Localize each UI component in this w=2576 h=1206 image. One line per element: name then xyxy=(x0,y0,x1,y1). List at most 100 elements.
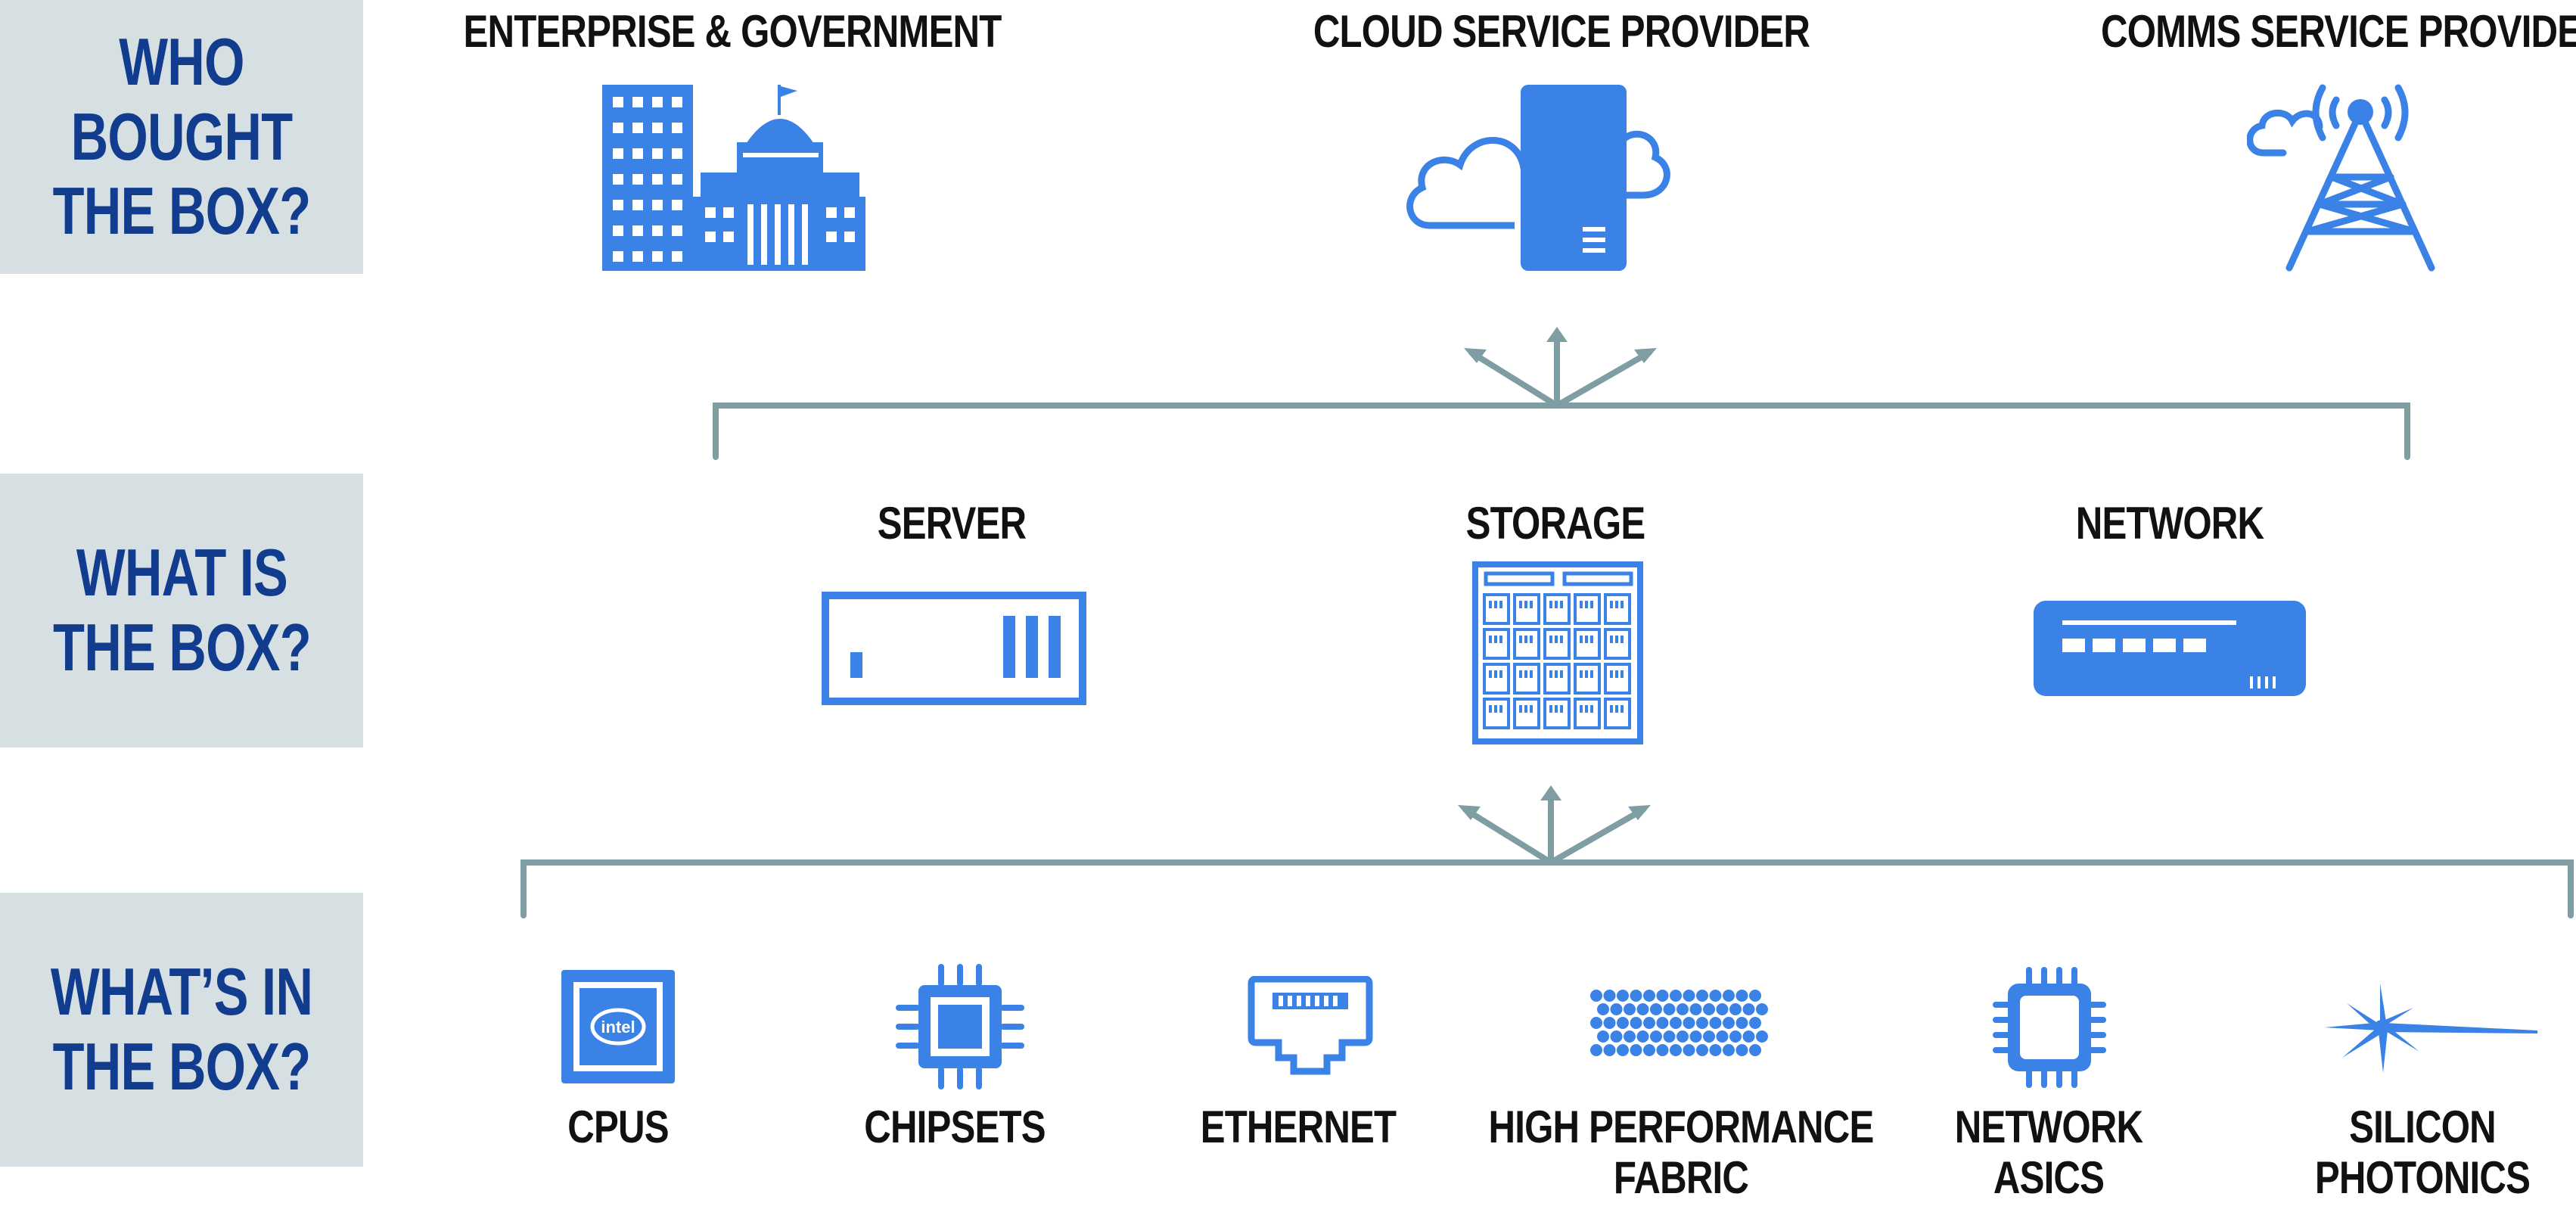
fabric-node xyxy=(1643,990,1655,1002)
row-header-who-bought: WHO BOUGHT THE BOX? xyxy=(0,0,363,274)
component-label-ethernet: ETHERNET xyxy=(1200,1102,1397,1152)
arrow-stem-lower-right xyxy=(1548,807,1646,866)
fabric-node xyxy=(1590,1044,1602,1056)
component-label-chipsets: CHIPSETS xyxy=(864,1102,1046,1152)
fabric-node xyxy=(1624,1030,1636,1043)
fabric-node xyxy=(1723,1017,1735,1029)
intel-logo-text: intel xyxy=(601,1018,635,1037)
arrow-stem-lower-left xyxy=(1462,807,1554,866)
storage-drive-slot xyxy=(1604,663,1631,695)
fabric-node xyxy=(1756,1003,1768,1015)
buyer-label-comms: COMMS SERVICE PROVIDER xyxy=(2101,6,2576,57)
server-icon xyxy=(822,592,1086,705)
storage-drive-slot xyxy=(1483,593,1510,625)
fabric-node xyxy=(1696,1044,1708,1056)
fabric-node xyxy=(1663,1003,1676,1015)
buyer-label-enterprise: ENTERPRISE & GOVERNMENT xyxy=(463,6,1002,57)
fabric-node xyxy=(1703,1003,1715,1015)
fabric-node xyxy=(1656,1017,1669,1029)
fabric-node xyxy=(1729,1003,1742,1015)
fabric-node xyxy=(1735,990,1748,1002)
fabric-node xyxy=(1676,1030,1689,1043)
bracket-upper xyxy=(713,403,2410,460)
fabric-node xyxy=(1670,1017,1682,1029)
cell-tower-icon xyxy=(2247,84,2435,272)
arrowhead-lower-mid xyxy=(1540,785,1561,800)
fabric-node xyxy=(1735,1044,1748,1056)
fabric-node xyxy=(1603,990,1616,1002)
fabric-node xyxy=(1709,1017,1722,1029)
buyer-label-cloud: CLOUD SERVICE PROVIDER xyxy=(1313,6,1810,57)
arrow-stem-upper-right xyxy=(1554,350,1652,409)
arrowhead-upper-right xyxy=(1634,348,1657,363)
fabric-node xyxy=(1689,1003,1702,1015)
fabric-node xyxy=(1683,1044,1695,1056)
storage-drive-slot xyxy=(1513,663,1540,695)
box-label-storage: STORAGE xyxy=(1465,498,1645,549)
storage-drive-slot xyxy=(1513,593,1540,625)
fabric-node xyxy=(1735,1017,1748,1029)
fabric-node xyxy=(1630,1017,1642,1029)
fabric-mesh-icon xyxy=(1590,990,1768,1056)
fabric-node xyxy=(1590,1017,1602,1029)
fabric-node xyxy=(1676,1003,1689,1015)
fabric-node xyxy=(1650,1030,1662,1043)
row-header-text: WHO BOUGHT THE BOX? xyxy=(52,24,312,249)
fabric-node xyxy=(1709,990,1722,1002)
row-header-what-is: WHAT IS THE BOX? xyxy=(0,474,363,748)
network-switch-icon xyxy=(2034,601,2306,696)
fabric-node xyxy=(1716,1030,1729,1043)
fabric-node xyxy=(1624,1003,1636,1015)
chipset-icon xyxy=(896,964,1024,1089)
storage-drive-slot xyxy=(1513,628,1540,660)
asic-chip-icon xyxy=(1993,967,2106,1088)
fabric-node xyxy=(1696,1017,1708,1029)
fabric-node xyxy=(1709,1044,1722,1056)
fabric-node xyxy=(1603,1017,1616,1029)
storage-drive-slot xyxy=(1543,628,1571,660)
box-label-server: SERVER xyxy=(877,498,1027,549)
fabric-node xyxy=(1749,990,1761,1002)
fabric-node xyxy=(1597,1003,1609,1015)
fabric-node xyxy=(1670,1044,1682,1056)
fabric-node xyxy=(1617,990,1629,1002)
fabric-node xyxy=(1756,1030,1768,1043)
storage-array-icon xyxy=(1472,561,1643,744)
cloud-server-icon xyxy=(1406,85,1670,271)
component-label-asics: NETWORK ASICS xyxy=(1954,1102,2143,1204)
government-buildings-icon xyxy=(602,85,865,271)
fabric-node xyxy=(1643,1044,1655,1056)
arrowhead-upper-mid xyxy=(1546,327,1568,342)
fabric-node xyxy=(1689,1030,1702,1043)
fabric-node xyxy=(1683,990,1695,1002)
arrowhead-lower-left xyxy=(1458,805,1481,820)
fabric-node xyxy=(1723,990,1735,1002)
storage-drive-slot xyxy=(1543,698,1571,729)
fabric-node xyxy=(1663,1030,1676,1043)
fabric-node xyxy=(1716,1003,1729,1015)
fabric-node xyxy=(1636,1030,1649,1043)
fabric-node xyxy=(1742,1030,1755,1043)
storage-drive-slot xyxy=(1543,593,1571,625)
ethernet-port-icon xyxy=(1248,976,1373,1075)
fabric-node xyxy=(1590,990,1602,1002)
storage-drive-slot xyxy=(1574,663,1601,695)
fabric-node xyxy=(1749,1017,1761,1029)
fabric-node xyxy=(1630,1044,1642,1056)
storage-drive-slot xyxy=(1574,698,1601,729)
arrowhead-upper-left xyxy=(1464,348,1487,363)
fabric-node xyxy=(1636,1003,1649,1015)
component-label-photonics: SILICON PHOTONICS xyxy=(2314,1102,2531,1204)
photonics-beam-icon xyxy=(2324,984,2537,1073)
storage-drive-slot xyxy=(1483,628,1510,660)
fabric-node xyxy=(1610,1003,1623,1015)
row-header-whats-in: WHAT’S IN THE BOX? xyxy=(0,893,363,1167)
row-header-text: WHAT IS THE BOX? xyxy=(52,535,312,685)
fabric-node xyxy=(1656,990,1669,1002)
fabric-node xyxy=(1610,1030,1623,1043)
bracket-lower xyxy=(520,859,2574,918)
fabric-node xyxy=(1696,990,1708,1002)
box-label-network: NETWORK xyxy=(2075,498,2264,549)
storage-drive-slot xyxy=(1604,593,1631,625)
arrow-stem-upper-left xyxy=(1468,350,1560,409)
